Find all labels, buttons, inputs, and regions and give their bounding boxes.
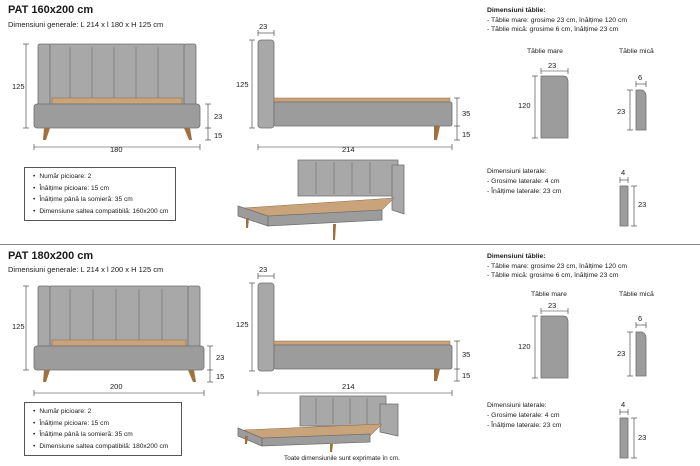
side-view-bed: [249, 30, 460, 150]
footer-note: Toate dimensiunile sunt exprimate în cm.: [284, 455, 400, 462]
front-legs-label: 15: [214, 131, 223, 140]
front-legs-label: 15: [216, 372, 225, 381]
tablie-mica-label: Tăblie mică: [619, 48, 654, 55]
side-length-label: 214: [342, 145, 355, 154]
side-height-label: 125: [236, 80, 249, 89]
tablie-line: - Tăblie mare: grosime 23 cm, înălțime 1…: [487, 263, 628, 270]
side-base-label: 35: [462, 350, 471, 359]
tablie-mica-height: 23: [617, 349, 626, 358]
front-frame-label: 23: [214, 112, 223, 121]
tablie-mica-height: 23: [617, 107, 626, 116]
tablie-mare-width: 23: [548, 61, 557, 70]
front-width-label: 200: [110, 382, 123, 391]
side-legs-label: 15: [462, 371, 471, 380]
front-height-label: 125: [12, 82, 25, 91]
laterale-title: Dimensiuni laterale:: [487, 168, 547, 175]
perspective-view-bed: [237, 159, 405, 240]
spec-item: Înălțime până la somieră: 35 cm: [33, 429, 175, 441]
tablie-line: - Tăblie mică: grosime 6 cm, înălțime 23…: [487, 26, 619, 33]
laterale-height: 23: [638, 433, 647, 442]
tablie-mica-width: 6: [638, 314, 643, 323]
specs-box: Număr picioare: 2 Înălțime picioare: 15 …: [24, 402, 182, 456]
tablie-line: - Tăblie mare: grosime 23 cm, înălțime 1…: [487, 17, 628, 24]
section-title: PAT 180x200 cm: [8, 250, 94, 262]
specs-box: Număr picioare: 2 Înălțime picioare: 15 …: [24, 167, 176, 221]
section-title: PAT 160x200 cm: [8, 4, 94, 16]
side-headboard-label: 23: [259, 22, 268, 31]
spec-item: Dimensiune saltea compatibilă: 180x200 c…: [33, 441, 175, 453]
tablie-mare-label: Tăblie mare: [527, 48, 563, 55]
general-dimensions: Dimensiuni generale: L 214 x l 180 x H 1…: [8, 20, 164, 29]
general-dimensions: Dimensiuni generale: L 214 x l 200 x H 1…: [8, 265, 164, 274]
spec-item: Înălțime picioare: 15 cm: [33, 183, 169, 195]
laterale-width: 4: [621, 400, 626, 409]
laterale-height: 23: [638, 200, 647, 209]
spec-item: Înălțime până la somieră: 35 cm: [33, 194, 169, 206]
tablie-mare-height: 120: [518, 101, 531, 110]
front-frame-label: 23: [216, 353, 225, 362]
laterale-title: Dimensiuni laterale:: [487, 402, 547, 409]
laterale-line: - Grosime laterale: 4 cm: [487, 178, 560, 185]
spec-item: Dimensiune saltea compatibilă: 160x200 c…: [33, 206, 169, 218]
front-height-label: 125: [12, 322, 25, 331]
laterale-line: - Înălțime laterale: 23 cm: [487, 188, 562, 195]
tablie-line: - Tăblie mică: grosime 6 cm, înălțime 23…: [487, 272, 619, 279]
laterale-width: 4: [621, 168, 626, 177]
tablie-mare-height: 120: [518, 342, 531, 351]
section-divider: [0, 244, 700, 245]
tablie-diagram: [532, 68, 647, 227]
side-base-label: 35: [462, 109, 471, 118]
tablie-mica-label: Tăblie mică: [619, 291, 654, 298]
side-legs-label: 15: [462, 130, 471, 139]
spec-item: Număr picioare: 2: [33, 171, 169, 183]
front-view-bed: [23, 43, 211, 150]
side-height-label: 125: [236, 320, 249, 329]
tablie-mare-width: 23: [548, 301, 557, 310]
tablie-mare-label: Tăblie mare: [531, 291, 567, 298]
spec-item: Număr picioare: 2: [33, 406, 175, 418]
tablie-title: Dimensiuni tăblie:: [487, 7, 546, 14]
laterale-line: - Înălțime laterale: 23 cm: [487, 422, 562, 429]
tablie-title: Dimensiuni tăblie:: [487, 253, 546, 260]
tablie-mica-width: 6: [638, 73, 643, 82]
front-width-label: 180: [110, 145, 123, 154]
laterale-line: - Grosime laterale: 4 cm: [487, 412, 560, 419]
side-headboard-label: 23: [259, 265, 268, 274]
spec-item: Înălțime picioare: 15 cm: [33, 418, 175, 430]
side-length-label: 214: [342, 382, 355, 391]
